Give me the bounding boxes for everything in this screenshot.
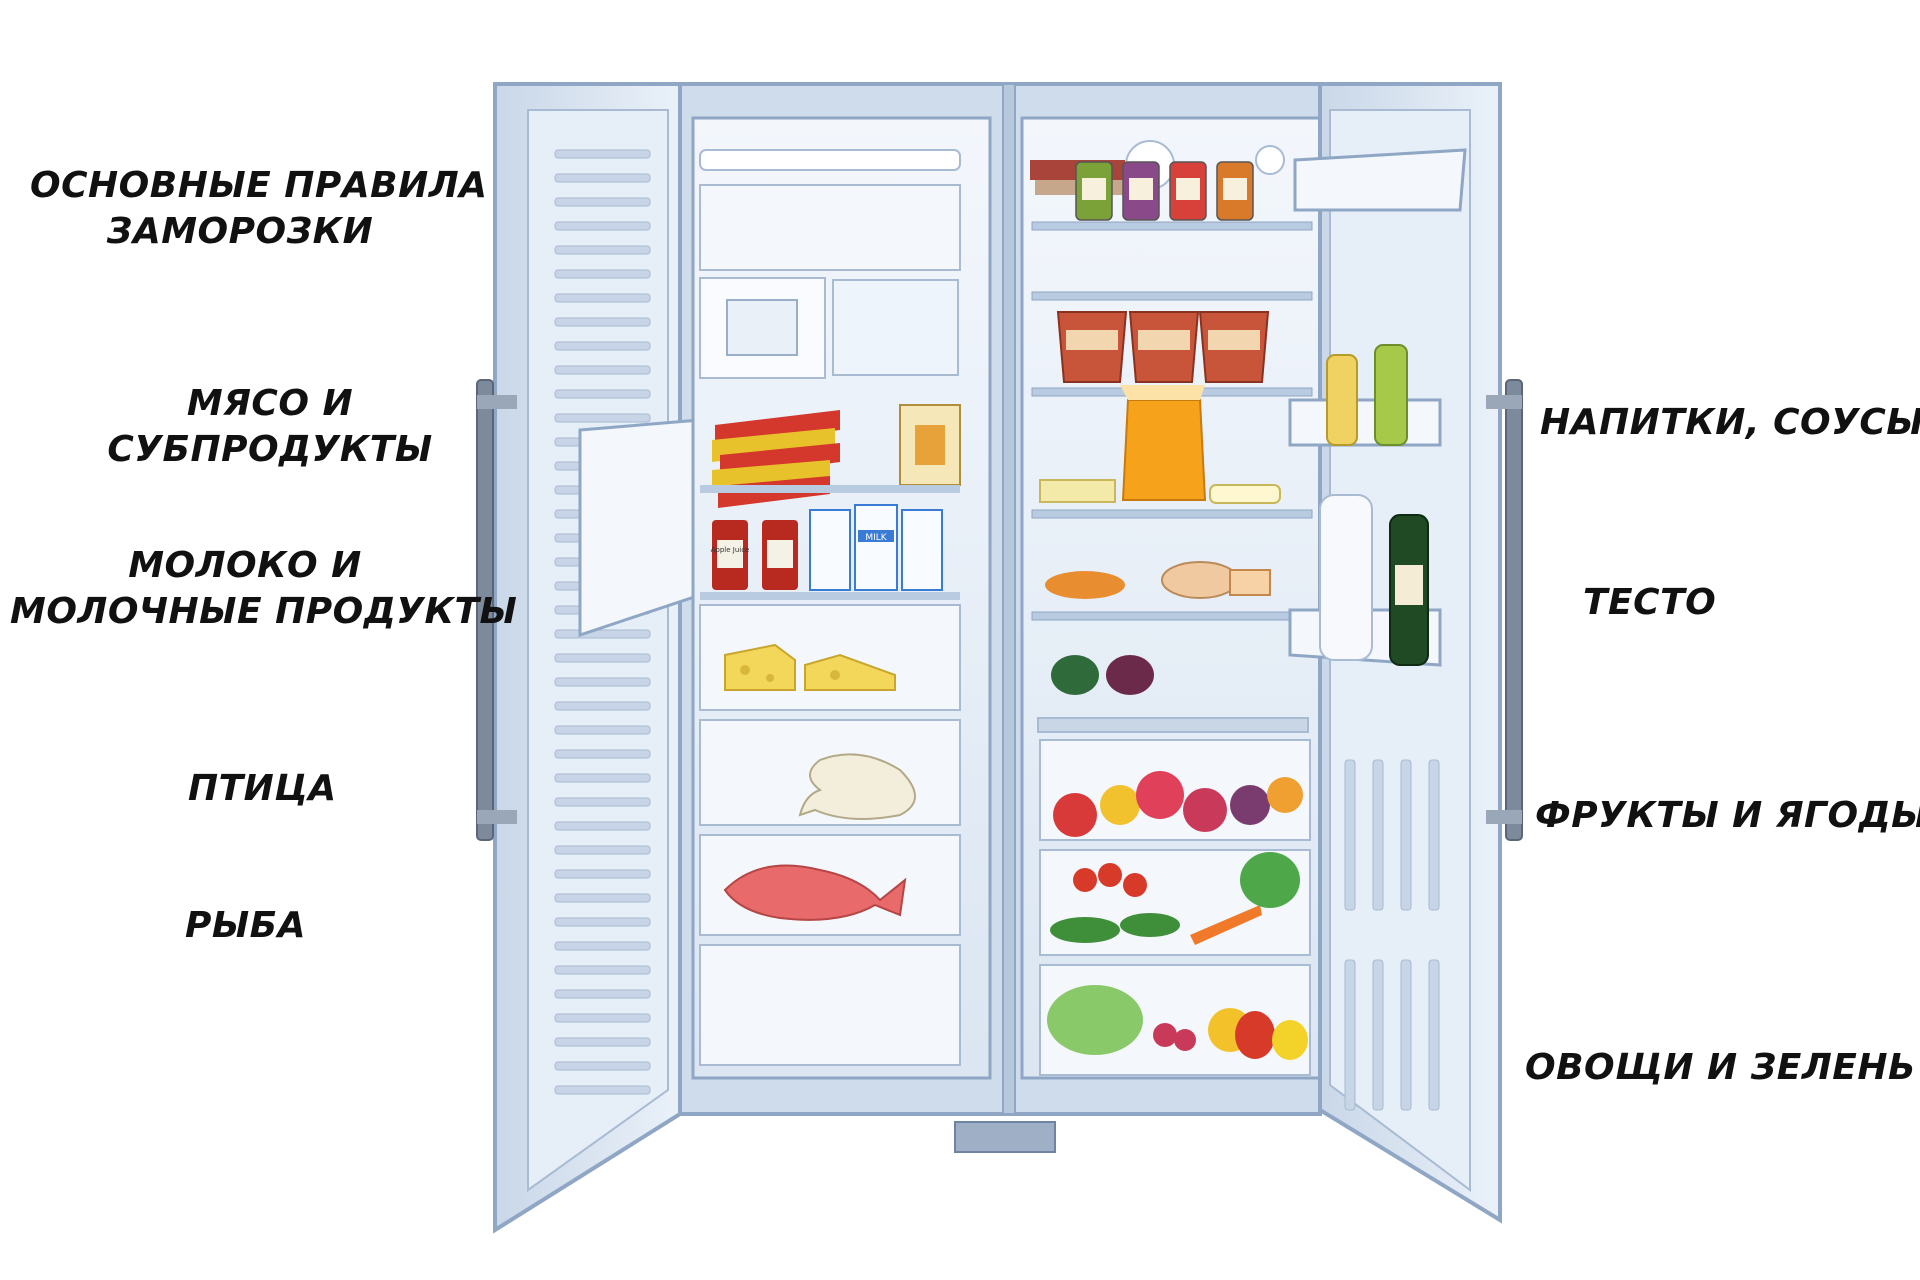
grille-slat <box>554 1013 651 1023</box>
grille-slat <box>554 1037 651 1047</box>
yogurt-cups <box>1056 311 1270 383</box>
poultry <box>798 753 916 820</box>
right-door-handle <box>1486 379 1523 841</box>
grille-slat <box>1428 959 1440 1111</box>
grille-slat <box>554 677 651 687</box>
glass-shelf <box>1031 611 1313 621</box>
glass-shelf <box>1031 221 1313 231</box>
grille-slat <box>554 653 651 663</box>
door-bin-middle <box>1288 398 1442 447</box>
grille-slat <box>554 989 651 999</box>
fruits <box>1053 771 1303 837</box>
dairy-products: Apple Juice MILK <box>711 504 943 591</box>
grille-slat <box>554 773 651 783</box>
grille-slat <box>554 1085 651 1095</box>
grille-slat <box>554 821 651 831</box>
glass-shelf <box>1031 291 1313 301</box>
grille-slat <box>554 941 651 951</box>
label-meat: МЯСО И СУБПРОДУКТЫ <box>60 381 480 473</box>
grille-slat <box>554 341 651 351</box>
label-fish: РЫБА <box>185 905 306 946</box>
grille-slat <box>1344 959 1356 1111</box>
jars <box>1075 161 1254 221</box>
label-poultry: ПТИЦА <box>188 768 337 809</box>
label-vegetables: ОВОЩИ И ЗЕЛЕНЬ <box>1525 1047 1916 1088</box>
label-dairy-line1: МОЛОКО И <box>128 545 362 586</box>
grille-slat <box>554 197 651 207</box>
fridge-compartment <box>1020 116 1324 1080</box>
grille-slat <box>1400 959 1412 1111</box>
grille-slat <box>1344 759 1356 911</box>
label-freezing-rules: ОСНОВНЫЕ ПРАВИЛА ЗАМОРОЗКИ <box>30 163 488 255</box>
grille-slat <box>554 221 651 231</box>
grille-slat <box>554 269 651 279</box>
label-dairy-line2: МОЛОЧНЫЕ ПРОДУКТЫ <box>10 591 518 632</box>
label-freezing-rules-line2: ЗАМОРОЗКИ <box>106 211 374 252</box>
right-door <box>1288 82 1523 1224</box>
grille-slat <box>1372 959 1384 1111</box>
freezer-top-drawer <box>699 184 961 271</box>
pastries <box>1045 561 1271 599</box>
juice-pitcher <box>1120 385 1207 501</box>
label-freezing-rules-line1: ОСНОВНЫЕ ПРАВИЛА <box>30 165 488 206</box>
freezer-bottom-drawer <box>699 944 961 1066</box>
label-meat-line2: СУБПРОДУКТЫ <box>107 429 433 470</box>
jar-label <box>1176 178 1200 200</box>
label-dairy: МОЛОКО И МОЛОЧНЫЕ ПРОДУКТЫ <box>10 543 518 635</box>
grille-slat <box>554 869 651 879</box>
grille-slat <box>554 1061 651 1071</box>
fish <box>723 864 907 921</box>
right-door-grille <box>1344 759 1440 1111</box>
grille-slat <box>554 845 651 855</box>
butter-dish <box>1209 484 1281 504</box>
left-door-handle <box>476 379 517 841</box>
grille-slat <box>554 293 651 303</box>
cup-label <box>1138 330 1190 350</box>
grille-slat <box>1400 759 1412 911</box>
grille-slat <box>554 797 651 807</box>
freezer-compartment: Apple Juice MILK <box>691 116 992 1080</box>
grille-slat <box>554 749 651 759</box>
cup-label <box>1066 330 1118 350</box>
jar-label <box>1129 178 1153 200</box>
cheese <box>724 643 896 691</box>
vegetables <box>1050 852 1300 945</box>
grille-slat <box>554 917 651 927</box>
grille-slat <box>554 725 651 735</box>
label-meat-line1: МЯСО И <box>186 383 354 424</box>
grille-slat <box>1372 759 1384 911</box>
cup-label <box>1208 330 1260 350</box>
bottle-rack <box>1051 655 1154 695</box>
door-bottles <box>1319 344 1429 666</box>
grille-slat <box>554 965 651 975</box>
meat-packages <box>712 410 840 508</box>
grille-slat <box>554 701 651 711</box>
grille-slat <box>1428 759 1440 911</box>
grille-slat <box>554 365 651 375</box>
door-bin-top <box>1293 148 1467 212</box>
grille-slat <box>554 893 651 903</box>
glass-shelf <box>1031 509 1313 519</box>
jar-label <box>1223 178 1247 200</box>
grille-slat <box>554 629 651 639</box>
grille-slat <box>554 317 651 327</box>
grille-slat <box>554 149 651 159</box>
grille-slat <box>554 389 651 399</box>
milk-carton-label: MILK <box>865 533 887 543</box>
label-fruits: ФРУКТЫ И ЯГОДЫ <box>1535 795 1920 836</box>
label-drinks: НАПИТКИ, СОУСЫ <box>1540 402 1920 443</box>
jar-label <box>1082 178 1106 200</box>
juice-bottle-label: Apple Juice <box>711 546 750 554</box>
egg-carton <box>1039 479 1116 503</box>
label-dough: ТЕСТО <box>1583 582 1717 623</box>
left-door <box>476 82 702 1234</box>
grille-slat <box>554 173 651 183</box>
greens <box>1047 985 1308 1060</box>
grille-slat <box>554 413 651 423</box>
grille-slat <box>554 245 651 255</box>
